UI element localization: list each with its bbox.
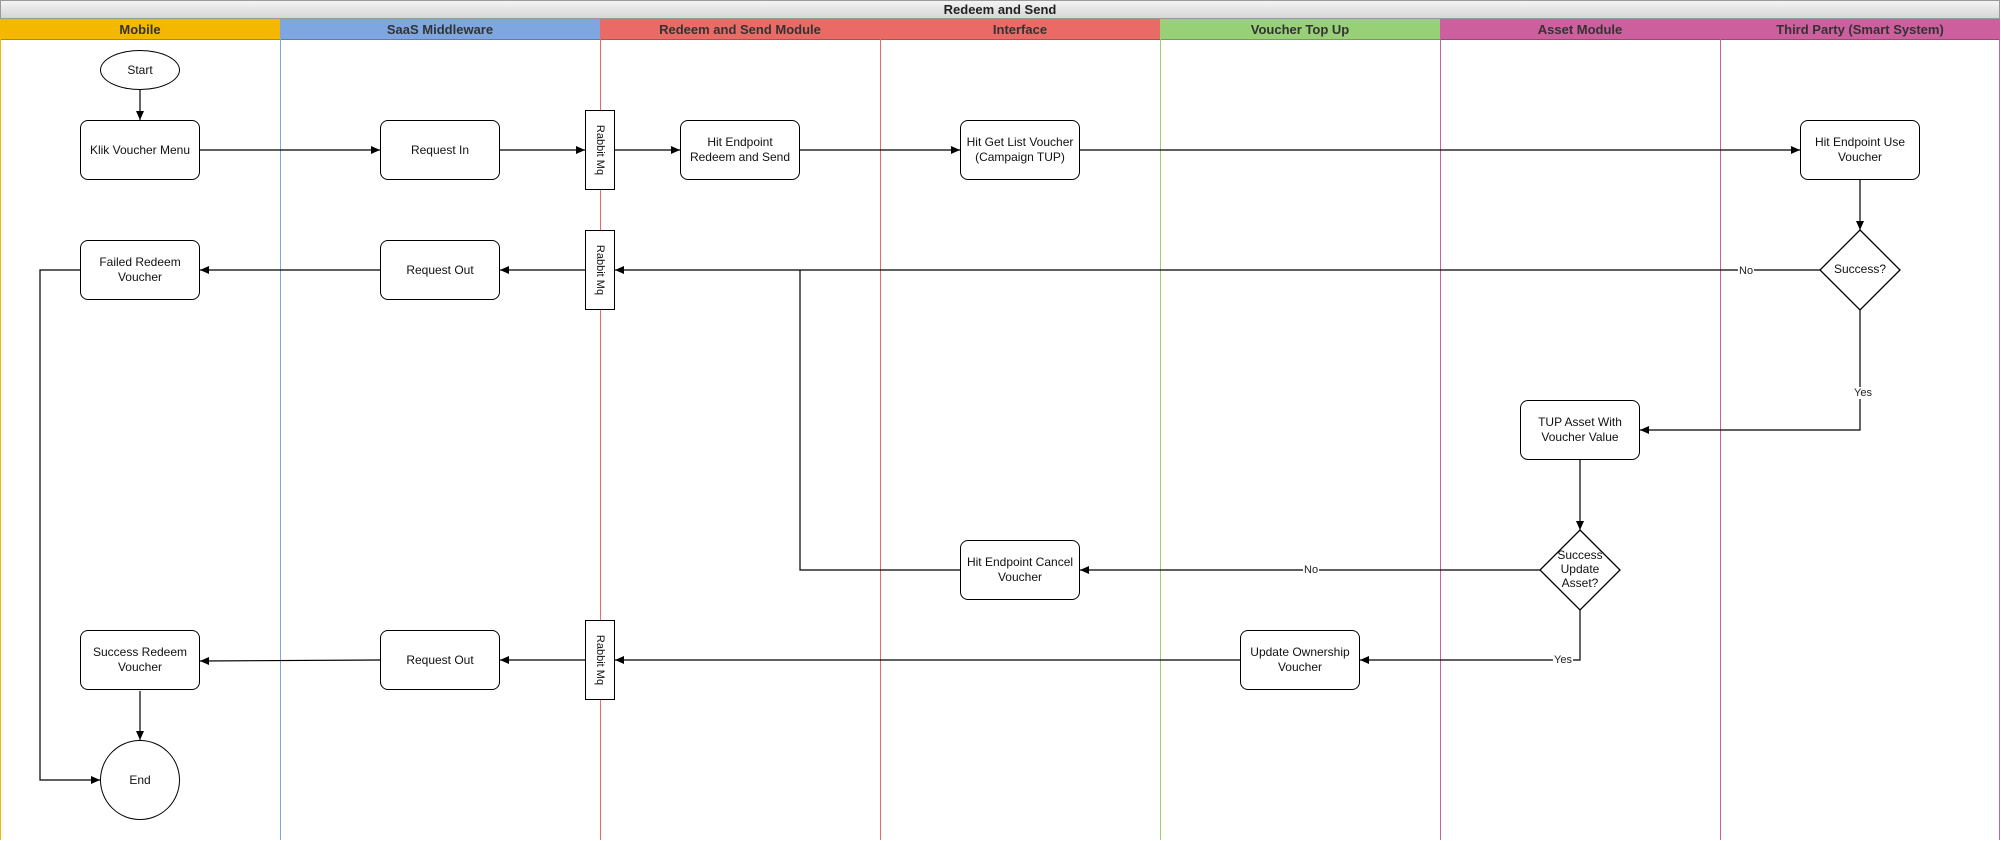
success-update-asset-label: Success Update Asset? [1557,548,1603,590]
edge-label-yes-1: Yes [1853,387,1873,399]
diagram-title: Redeem and Send [0,0,2000,19]
edge-label-no-2: No [1303,564,1320,576]
lane-header-redeem-and-send-module: Redeem and Send Module [600,19,880,40]
success-update-asset-shape [1539,529,1621,611]
lane-border-voucher-top-up [1160,19,1161,840]
failed-redeem-voucher-node: Failed Redeem Voucher [80,240,200,300]
edge-success-yes-to-tup [1640,310,1861,434]
klik-voucher-menu-node: Klik Voucher Menu [80,120,200,180]
rabbit-mq-label-1: Rabbit Mq [594,124,606,176]
start-node: Start [100,50,180,90]
lane-border-saas-middleware [280,19,281,840]
update-ownership-node: Update Ownership Voucher [1240,630,1360,690]
lane-header-asset-module: Asset Module [1440,19,1720,40]
rabbit-mq-node-1: Rabbit Mq [585,110,615,190]
rabbit-mq-node-2: Rabbit Mq [585,230,615,310]
edge-cancel-to-merge [799,270,960,571]
lane-border-mobile [0,19,1,840]
hit-endpoint-redeem-node: Hit Endpoint Redeem and Send [680,120,800,180]
rabbit-mq-node-3: Rabbit Mq [585,620,615,700]
request-in-node: Request In [380,120,500,180]
hit-endpoint-cancel-node: Hit Endpoint Cancel Voucher [960,540,1080,600]
rabbit-mq-label-3: Rabbit Mq [594,634,606,686]
edge-label-no-1: No [1738,265,1755,277]
lane-header-voucher-top-up: Voucher Top Up [1160,19,1440,40]
lane-header-mobile: Mobile [0,19,280,40]
hit-get-list-voucher-node: Hit Get List Voucher (Campaign TUP) [960,120,1080,180]
lane-header-interface: Interface [880,19,1160,40]
request-out-node-2: Request Out [380,630,500,690]
lane-header-third-party: Third Party (Smart System) [1720,19,2000,40]
request-out-node-1: Request Out [380,240,500,300]
success-decision-shape [1819,229,1901,311]
lane-border-asset-module [1440,19,1441,840]
hit-endpoint-use-voucher-node: Hit Endpoint Use Voucher [1800,120,1920,180]
edge-failed-to-end [39,269,100,784]
lane-border-interface [880,19,881,840]
success-decision-label: Success? [1833,262,1887,277]
lane-header-saas-middleware: SaaS Middleware [280,19,600,40]
edge-update-yes-to-ownership [1360,610,1581,664]
rabbit-mq-label-2: Rabbit Mq [594,244,606,296]
tup-asset-node: TUP Asset With Voucher Value [1520,400,1640,460]
end-node: End [100,740,180,820]
edge-label-yes-2: Yes [1553,654,1573,666]
lane-border-redeem-and-send-module [600,19,601,840]
lane-border-right [1999,19,2000,840]
edge-request-out-to-success-redeem [199,656,381,665]
success-redeem-voucher-node: Success Redeem Voucher [80,630,200,690]
